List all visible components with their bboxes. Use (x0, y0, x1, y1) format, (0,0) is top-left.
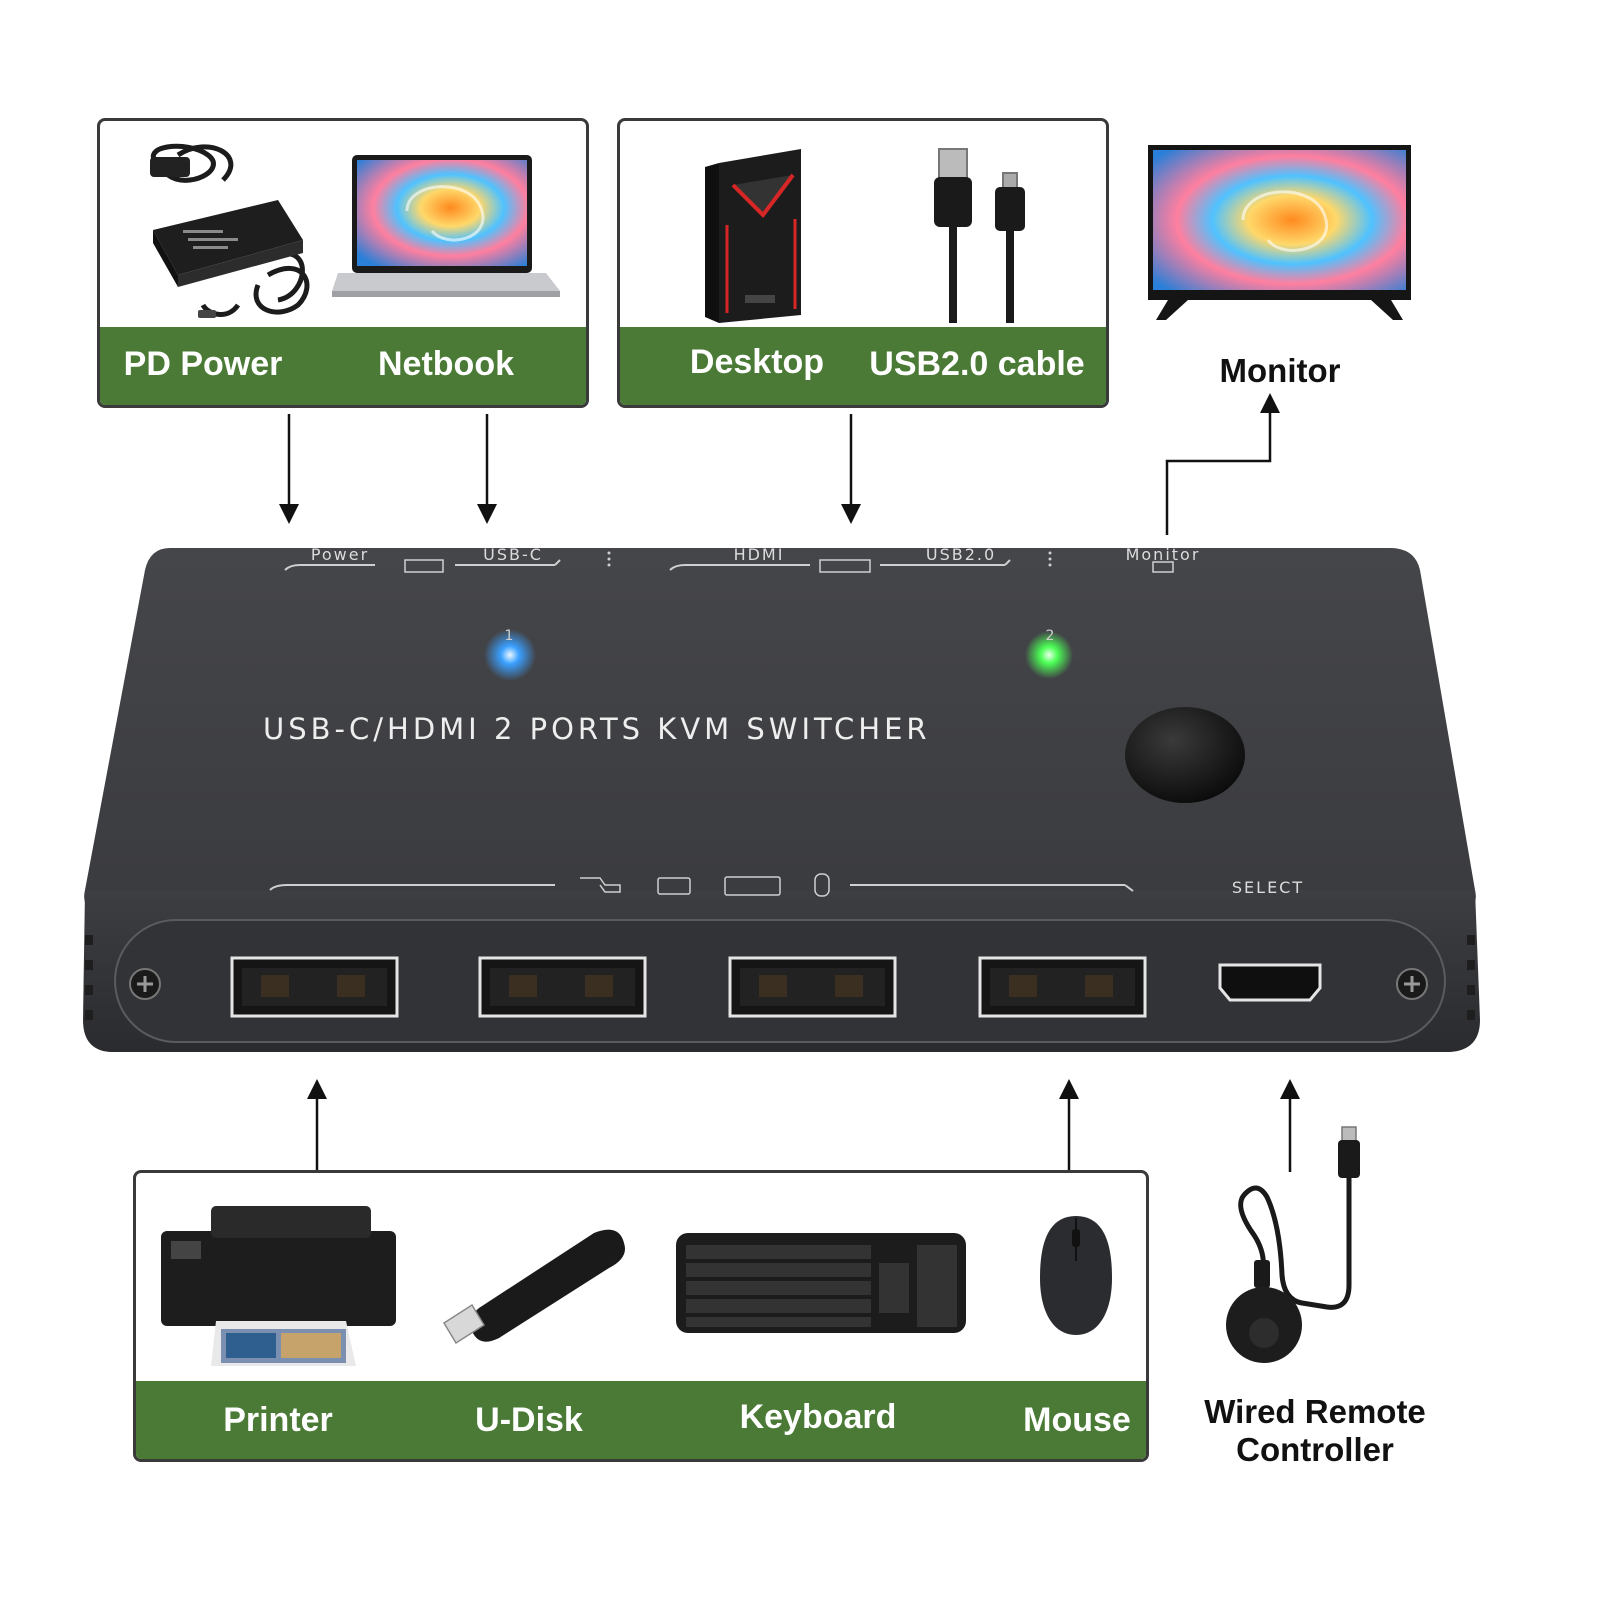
netbook-image (332, 155, 560, 297)
led-2-glow (1025, 631, 1073, 679)
pd-power-adapter-image (150, 143, 310, 318)
wired-remote-image (1226, 1126, 1360, 1363)
led-1-number: 1 (504, 628, 514, 644)
port-label-hdmi: HDMI (733, 545, 785, 564)
green-label-band: Printer U-Disk Keyboard Mouse (136, 1381, 1146, 1459)
label-printer: Printer (223, 1401, 333, 1439)
monitor-image (1148, 145, 1411, 320)
kvm-switch-device: Power USB-C HDMI USB2.0 Monitor 1 2 USB-… (75, 540, 1485, 1070)
micro-usb-port (1218, 963, 1322, 1002)
port-label-usb2: USB2.0 (925, 545, 997, 564)
port-label-usbc: USB-C (483, 545, 543, 564)
arrow-head (307, 1079, 327, 1099)
arrow-head (841, 504, 861, 524)
led-1-glow (484, 629, 536, 681)
usb-port-4 (978, 956, 1147, 1018)
select-knob (1125, 707, 1245, 803)
port-label-power: Power (310, 545, 370, 564)
arrow-head (1280, 1079, 1300, 1099)
led-2-number: 2 (1045, 628, 1055, 644)
select-label: SELECT (1231, 878, 1305, 897)
source-panel-desktop-usb: Desktop USB2.0 cable (617, 118, 1109, 408)
keyboard-icon (724, 876, 781, 896)
screw-right (1396, 968, 1428, 1000)
green-label-band: PD Power Netbook (100, 327, 586, 405)
mouse-image (1040, 1216, 1112, 1335)
keyboard-image (676, 1233, 966, 1333)
arrow-head (1260, 393, 1280, 413)
label-wired-remote: Wired Remote Controller (1204, 1393, 1426, 1469)
udisk-image (442, 1229, 625, 1345)
port-label-monitor: Monitor (1125, 545, 1201, 564)
arrow-head (279, 504, 299, 524)
green-label-band: Desktop USB2.0 cable (620, 327, 1106, 405)
printer-image (161, 1206, 396, 1366)
mouse-icon (814, 873, 830, 897)
label-wired-remote-line2: Controller (1236, 1431, 1394, 1468)
label-pd-power: PD Power (123, 345, 283, 383)
label-keyboard: Keyboard (739, 1398, 897, 1436)
label-monitor: Monitor (1219, 352, 1341, 389)
screw-left (129, 968, 161, 1000)
label-wired-remote-line1: Wired Remote (1204, 1393, 1426, 1430)
device-title: USB-C/HDMI 2 PORTS KVM SWITCHER (263, 712, 931, 746)
desktop-tower-image (705, 149, 801, 323)
printer-icon (657, 877, 691, 895)
label-udisk: U-Disk (475, 1401, 583, 1439)
source-panel-power-netbook: PD Power Netbook (97, 118, 589, 408)
usb-port-2 (478, 956, 647, 1018)
label-mouse: Mouse (1023, 1401, 1131, 1439)
kvm-body (83, 548, 1480, 1052)
usb-plug-icon (580, 877, 621, 893)
usb-port-1 (230, 956, 399, 1018)
label-usb2-cable: USB2.0 cable (869, 345, 1085, 383)
peripheral-panel: Printer U-Disk Keyboard Mouse (133, 1170, 1149, 1462)
arrow-head (1059, 1079, 1079, 1099)
arrow-head (477, 504, 497, 524)
usb-port-3 (728, 956, 897, 1018)
usb-cable-image (934, 148, 1025, 323)
label-netbook: Netbook (378, 345, 514, 383)
label-desktop: Desktop (689, 343, 825, 381)
